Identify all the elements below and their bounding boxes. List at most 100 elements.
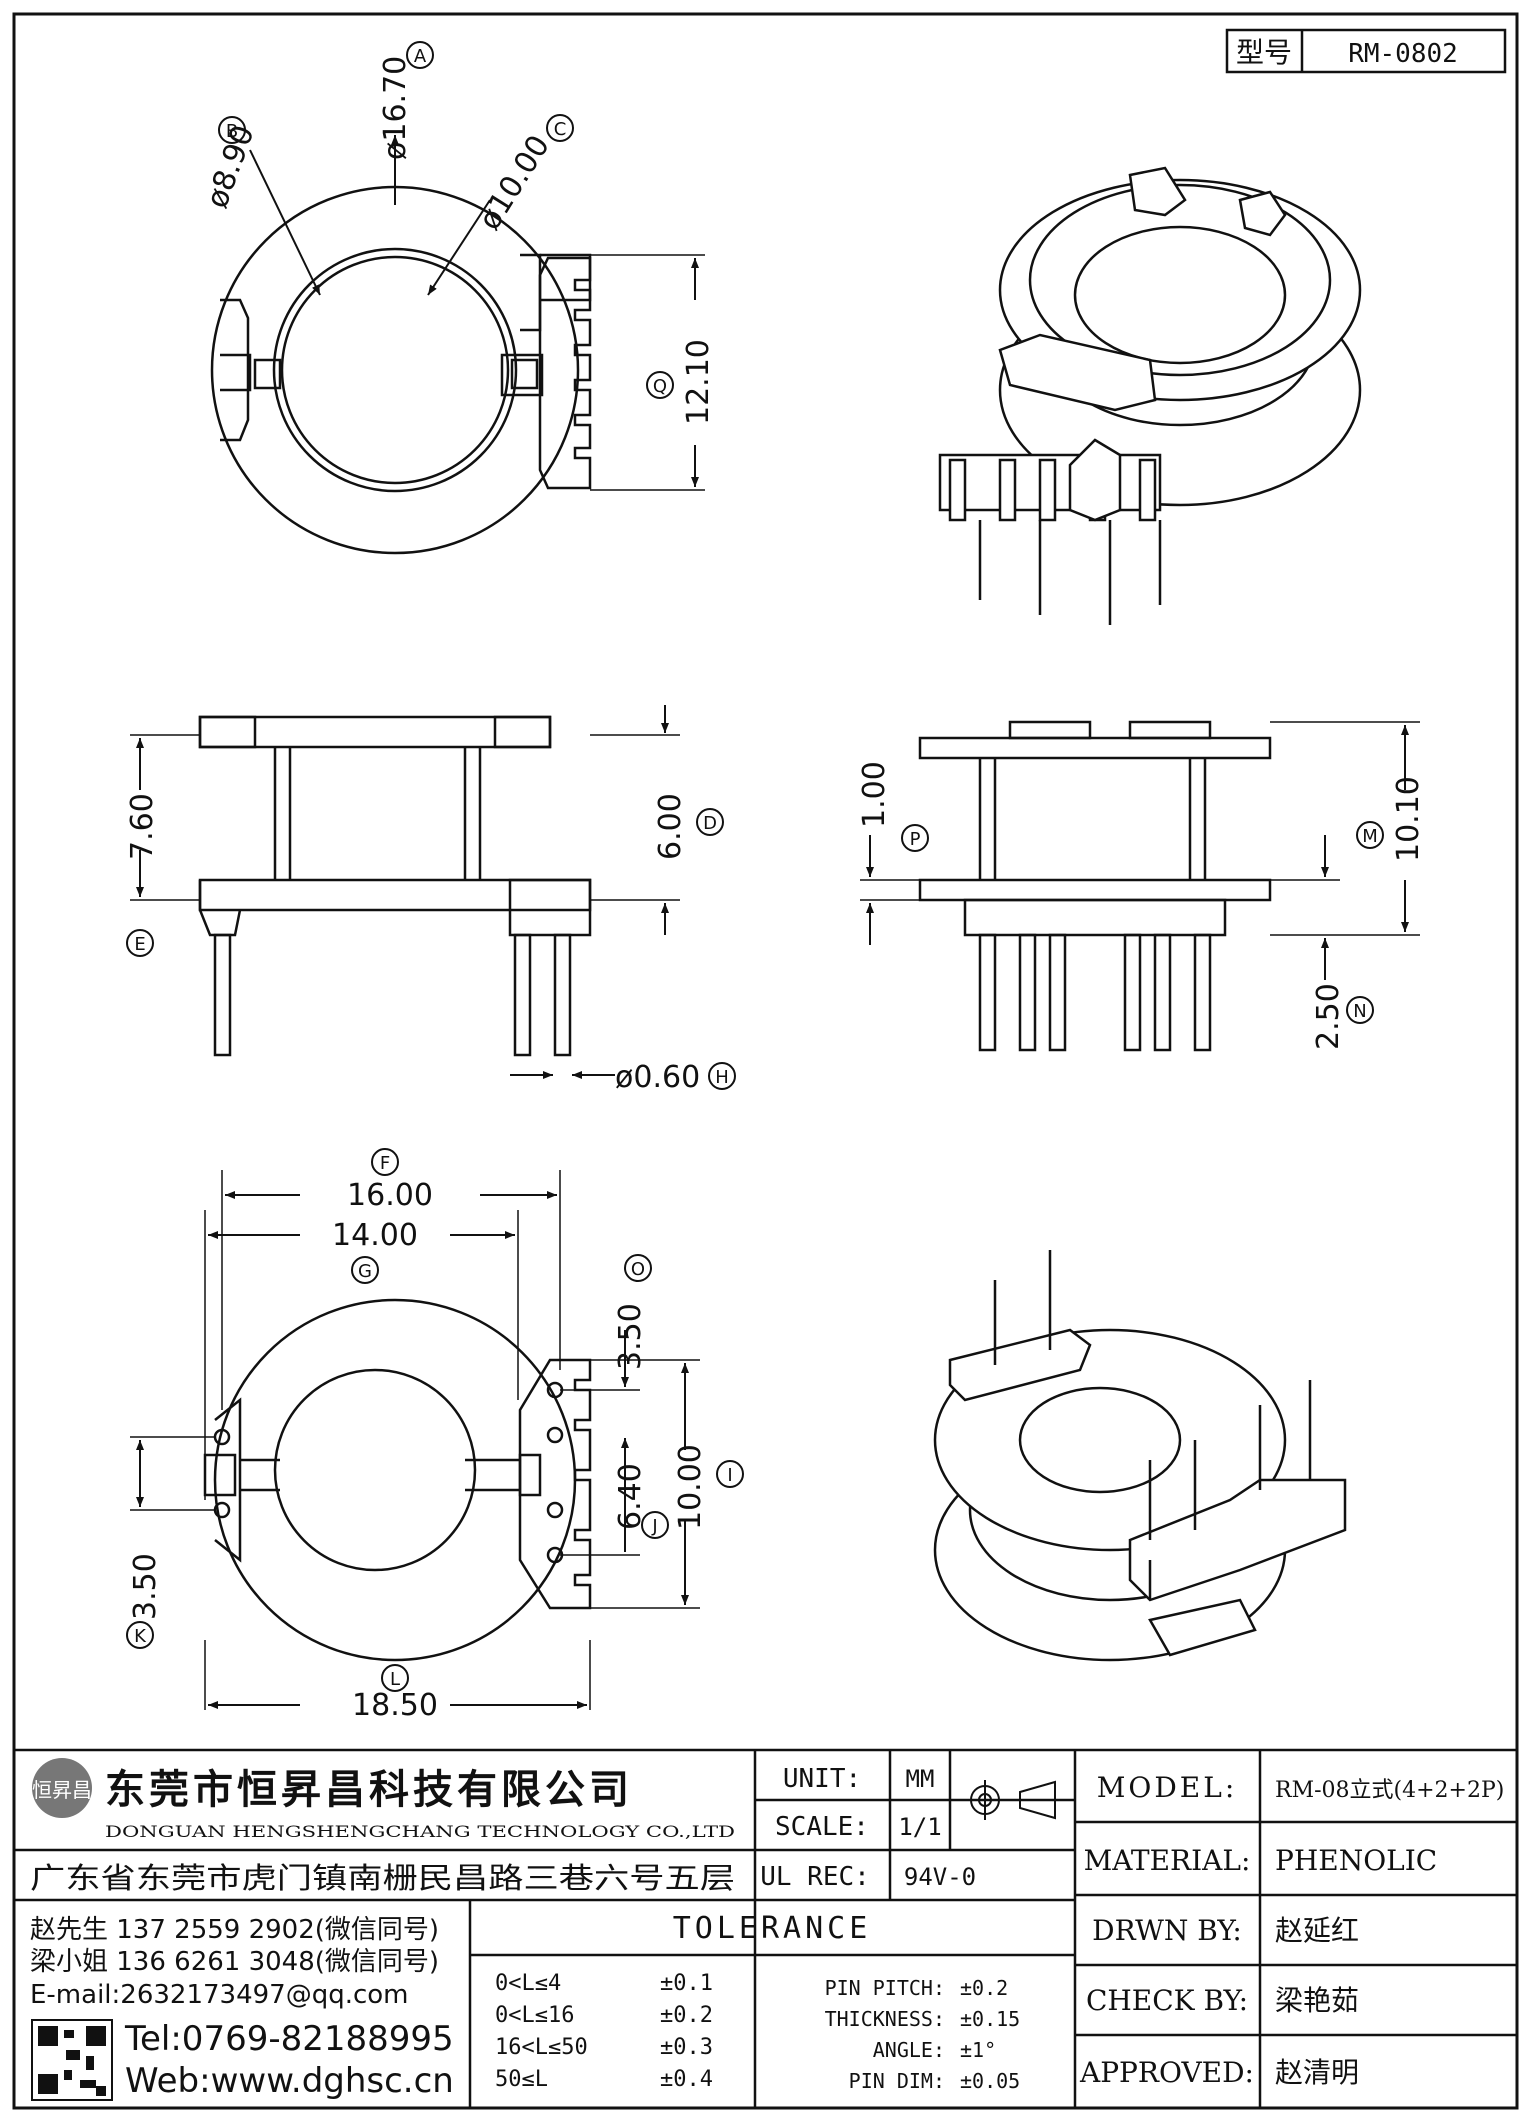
dim-F: 16.00 bbox=[347, 1178, 433, 1213]
dim-A: ø16.70 bbox=[378, 56, 413, 160]
marker-E: E bbox=[126, 929, 154, 957]
isometric-view-bottom bbox=[933, 1250, 1347, 1662]
marker-G: G bbox=[351, 1256, 379, 1284]
marker-M: M bbox=[1356, 821, 1384, 849]
tolerance-title: TOLERANCE bbox=[673, 1911, 872, 1946]
model-value: RM-08立式(4+2+2P) bbox=[1275, 1778, 1504, 1803]
dimension-markers: A B C D E F G H I J K L M N O P Q bbox=[126, 41, 1384, 1692]
company-name-en: DONGUAN HENGSHENGCHANG TECHNOLOGY CO.,LT… bbox=[105, 1822, 735, 1841]
tol-value-3: ±0.3 bbox=[660, 2035, 713, 2060]
svg-text:C: C bbox=[554, 119, 567, 140]
contact-2: 梁小姐 136 6261 3048(微信同号) bbox=[30, 1947, 439, 1977]
dim-N: 2.50 bbox=[1311, 983, 1346, 1050]
side-view-right-dims bbox=[866, 725, 1409, 980]
check-value: 梁艳茹 bbox=[1275, 1984, 1359, 2017]
material-value: PHENOLIC bbox=[1275, 1844, 1437, 1877]
scale-label: SCALE: bbox=[775, 1812, 869, 1842]
contact-1: 赵先生 137 2559 2902(微信同号) bbox=[30, 1915, 439, 1945]
tol-misc-value-1: ±0.2 bbox=[960, 1976, 1008, 2000]
part-number-value: RM-0802 bbox=[1348, 39, 1458, 69]
tol-misc-label-3: ANGLE: bbox=[873, 2038, 945, 2062]
tol-value-1: ±0.1 bbox=[660, 1971, 713, 1996]
marker-Q: Q bbox=[646, 371, 674, 399]
tol-range-2: 0<L≤16 bbox=[495, 2003, 574, 2028]
dim-E: 7.60 bbox=[125, 793, 160, 860]
svg-text:P: P bbox=[910, 829, 921, 850]
tol-value-2: ±0.2 bbox=[660, 2003, 713, 2028]
company-address: 广东省东莞市虎门镇南栅民昌路三巷六号五层 bbox=[30, 1861, 735, 1895]
check-label: CHECK BY: bbox=[1086, 1984, 1248, 2017]
unit-value: MM bbox=[906, 1765, 935, 1793]
dim-G: 14.00 bbox=[332, 1218, 418, 1253]
approved-label: APPROVED: bbox=[1079, 2056, 1254, 2089]
tol-misc-label-1: PIN PITCH: bbox=[825, 1976, 945, 2000]
tol-range-3: 16<L≤50 bbox=[495, 2035, 588, 2060]
tol-misc-value-2: ±0.15 bbox=[960, 2007, 1020, 2031]
svg-text:K: K bbox=[134, 1626, 147, 1647]
unit-label: UNIT: bbox=[783, 1764, 861, 1794]
ul-value: 94V-0 bbox=[904, 1863, 976, 1891]
svg-text:H: H bbox=[715, 1067, 729, 1088]
tol-range-1: 0<L≤4 bbox=[495, 1971, 561, 1996]
model-label: MODEL: bbox=[1097, 1771, 1238, 1804]
tol-misc-value-4: ±0.05 bbox=[960, 2069, 1020, 2093]
marker-N: N bbox=[1346, 996, 1374, 1024]
dim-H: ø0.60 bbox=[615, 1060, 700, 1095]
marker-J: J bbox=[641, 1511, 669, 1539]
svg-text:F: F bbox=[380, 1153, 390, 1174]
marker-I: I bbox=[716, 1460, 744, 1488]
material-label: MATERIAL: bbox=[1084, 1844, 1251, 1877]
dim-Q: 12.10 bbox=[681, 339, 716, 425]
svg-text:I: I bbox=[727, 1465, 732, 1486]
dim-K: 3.50 bbox=[128, 1553, 163, 1620]
title-block bbox=[14, 1748, 1517, 2108]
tol-range-4: 50≤L bbox=[495, 2067, 548, 2092]
bottom-view bbox=[130, 1170, 700, 1710]
svg-text:J: J bbox=[651, 1516, 657, 1537]
drawn-label: DRWN BY: bbox=[1092, 1914, 1242, 1947]
contact-email: E-mail:2632173497@qq.com bbox=[30, 1980, 409, 2010]
marker-H: H bbox=[708, 1062, 736, 1090]
dim-L: 18.50 bbox=[352, 1688, 438, 1723]
side-view-right bbox=[860, 720, 1420, 1052]
marker-A: A bbox=[406, 41, 434, 69]
drawn-value: 赵延红 bbox=[1275, 1914, 1359, 1947]
svg-text:B: B bbox=[226, 121, 238, 142]
ul-label: UL REC: bbox=[760, 1862, 870, 1892]
top-view-dims bbox=[249, 135, 699, 487]
dim-M: 10.10 bbox=[1391, 776, 1426, 862]
dim-I: 10.00 bbox=[673, 1444, 708, 1530]
dim-P: 1.00 bbox=[857, 761, 892, 828]
approved-value: 赵清明 bbox=[1275, 2056, 1359, 2089]
tol-misc-value-3: ±1° bbox=[960, 2038, 996, 2062]
svg-text:E: E bbox=[134, 934, 145, 955]
side-view-left-dims bbox=[136, 705, 669, 1079]
side-view-left bbox=[130, 715, 680, 1057]
contact-tel: Tel:0769-82188995 bbox=[124, 2019, 454, 2059]
marker-K: K bbox=[126, 1621, 154, 1649]
bottom-view-dims bbox=[136, 1191, 689, 1709]
company-logo: 恒昇昌 bbox=[32, 1758, 92, 1818]
tol-misc-label-2: THICKNESS: bbox=[825, 2007, 945, 2031]
projection-symbol-icon bbox=[965, 1780, 1056, 1820]
tol-misc-label-4: PIN DIM: bbox=[849, 2069, 945, 2093]
svg-text:O: O bbox=[631, 1259, 645, 1280]
marker-P: P bbox=[901, 824, 929, 852]
scale-value: 1/1 bbox=[898, 1813, 941, 1841]
marker-D: D bbox=[696, 808, 724, 836]
logo-text: 恒昇昌 bbox=[32, 1778, 92, 1802]
part-number-label: 型号 bbox=[1236, 36, 1292, 69]
svg-text:A: A bbox=[414, 46, 427, 67]
svg-text:Q: Q bbox=[653, 376, 667, 397]
marker-B: B bbox=[218, 116, 246, 144]
marker-F: F bbox=[371, 1148, 399, 1176]
top-view bbox=[210, 185, 705, 555]
svg-text:M: M bbox=[1362, 826, 1378, 847]
part-number-box: 型号 RM-0802 bbox=[1225, 28, 1507, 74]
dim-O: 3.50 bbox=[613, 1303, 648, 1370]
dim-C: ø10.00 bbox=[472, 129, 557, 236]
dim-D: 6.00 bbox=[653, 793, 688, 860]
contact-web: Web:www.dghsc.cn bbox=[125, 2061, 454, 2101]
company-name-cn: 东莞市恒昇昌科技有限公司 bbox=[105, 1767, 633, 1813]
